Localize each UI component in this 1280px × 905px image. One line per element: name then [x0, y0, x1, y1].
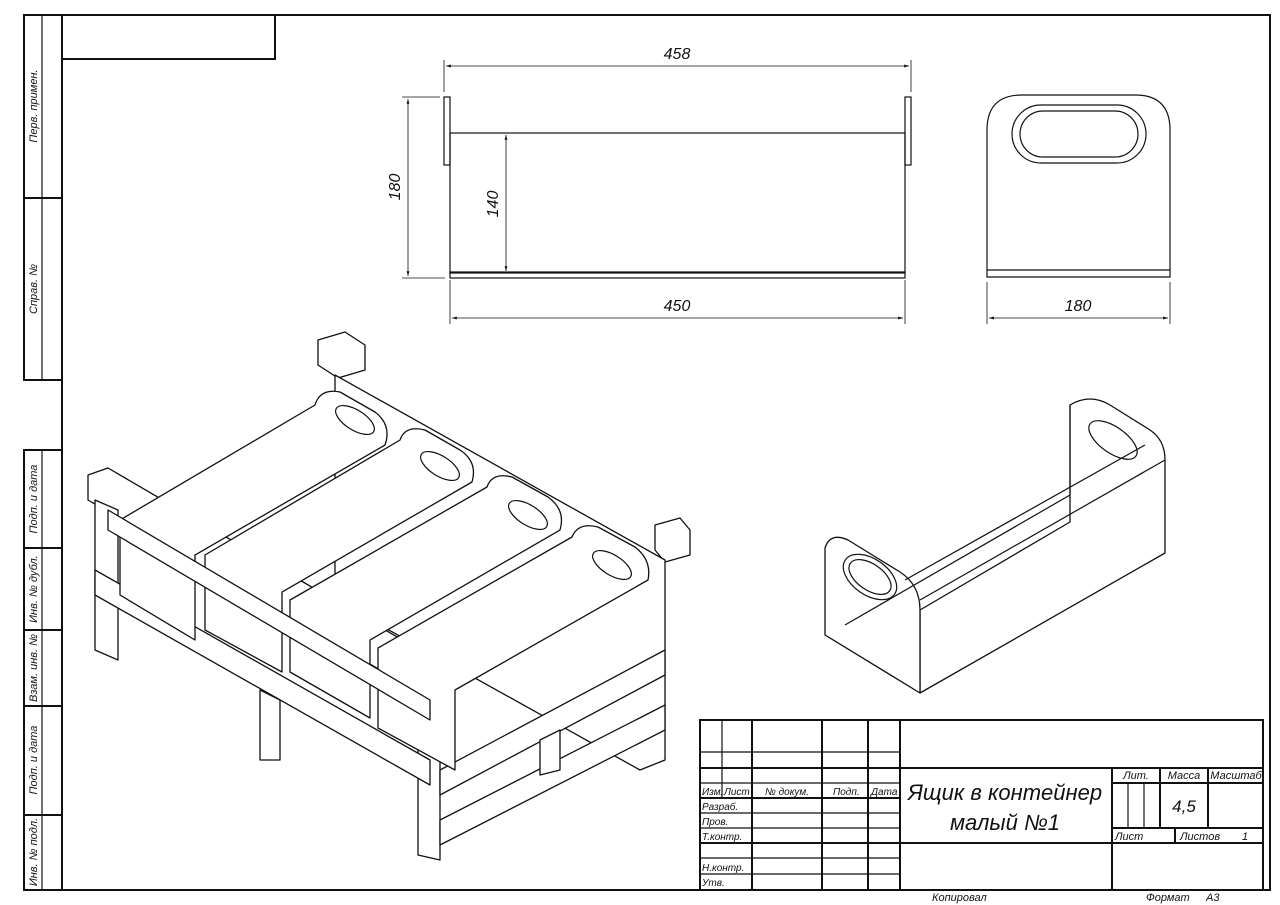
sheets-label: Листов [1179, 831, 1220, 843]
sheet-label: Лист [1114, 831, 1143, 843]
title-block: Изм. Лист № докум. Подп. Дата Разраб. Пр… [699, 719, 1264, 904]
strip-label: Справ. № [28, 264, 40, 314]
isometric-box [824, 398, 1166, 694]
mass-label: Масса [1168, 770, 1201, 782]
format-value: A3 [1205, 892, 1220, 904]
col-label: Дата [870, 787, 898, 798]
strip-label: Инв. № дубл. [28, 555, 40, 623]
strip-label: Взам. инв. № [28, 634, 40, 702]
col-label: Лист [723, 787, 750, 798]
col-label: Изм. [702, 787, 723, 798]
col-label: Подп. [833, 787, 860, 798]
row-label: Н.контр. [702, 863, 744, 874]
row-label: Утв. [701, 878, 725, 889]
col-label: № докум. [765, 787, 809, 798]
copied-label: Копировал [932, 892, 987, 904]
row-label: Разраб. [702, 801, 738, 813]
strip-label: Инв. № подл. [28, 818, 40, 886]
drawing-title: малый №1 [950, 810, 1060, 835]
lit-label: Лит. [1122, 770, 1149, 782]
strip-label: Подп. и дата [28, 465, 40, 534]
strip-label: Перв. примен. [28, 69, 40, 142]
dim-label: 180 [1065, 298, 1092, 315]
dim-label: 450 [664, 298, 691, 315]
side-view: 180 [986, 94, 1171, 324]
dim-label: 140 [485, 191, 502, 218]
format-label: Формат [1146, 892, 1190, 904]
side-strip: Перв. примен. Справ. № Подп. и дата Инв.… [23, 14, 63, 891]
sheets-value: 1 [1242, 831, 1248, 843]
row-label: Т.контр. [702, 832, 742, 843]
dim-label: 458 [664, 46, 691, 63]
row-label: Пров. [702, 817, 728, 828]
mass-value: 4,5 [1172, 797, 1196, 816]
isometric-container [87, 331, 691, 861]
strip-label: Подп. и дата [28, 726, 40, 795]
drawing-title: Ящик в контейнер [907, 780, 1102, 805]
front-view: 458 180 140 450 [387, 46, 912, 324]
scale-label: Масштаб [1210, 770, 1262, 782]
dim-label: 180 [387, 174, 404, 201]
